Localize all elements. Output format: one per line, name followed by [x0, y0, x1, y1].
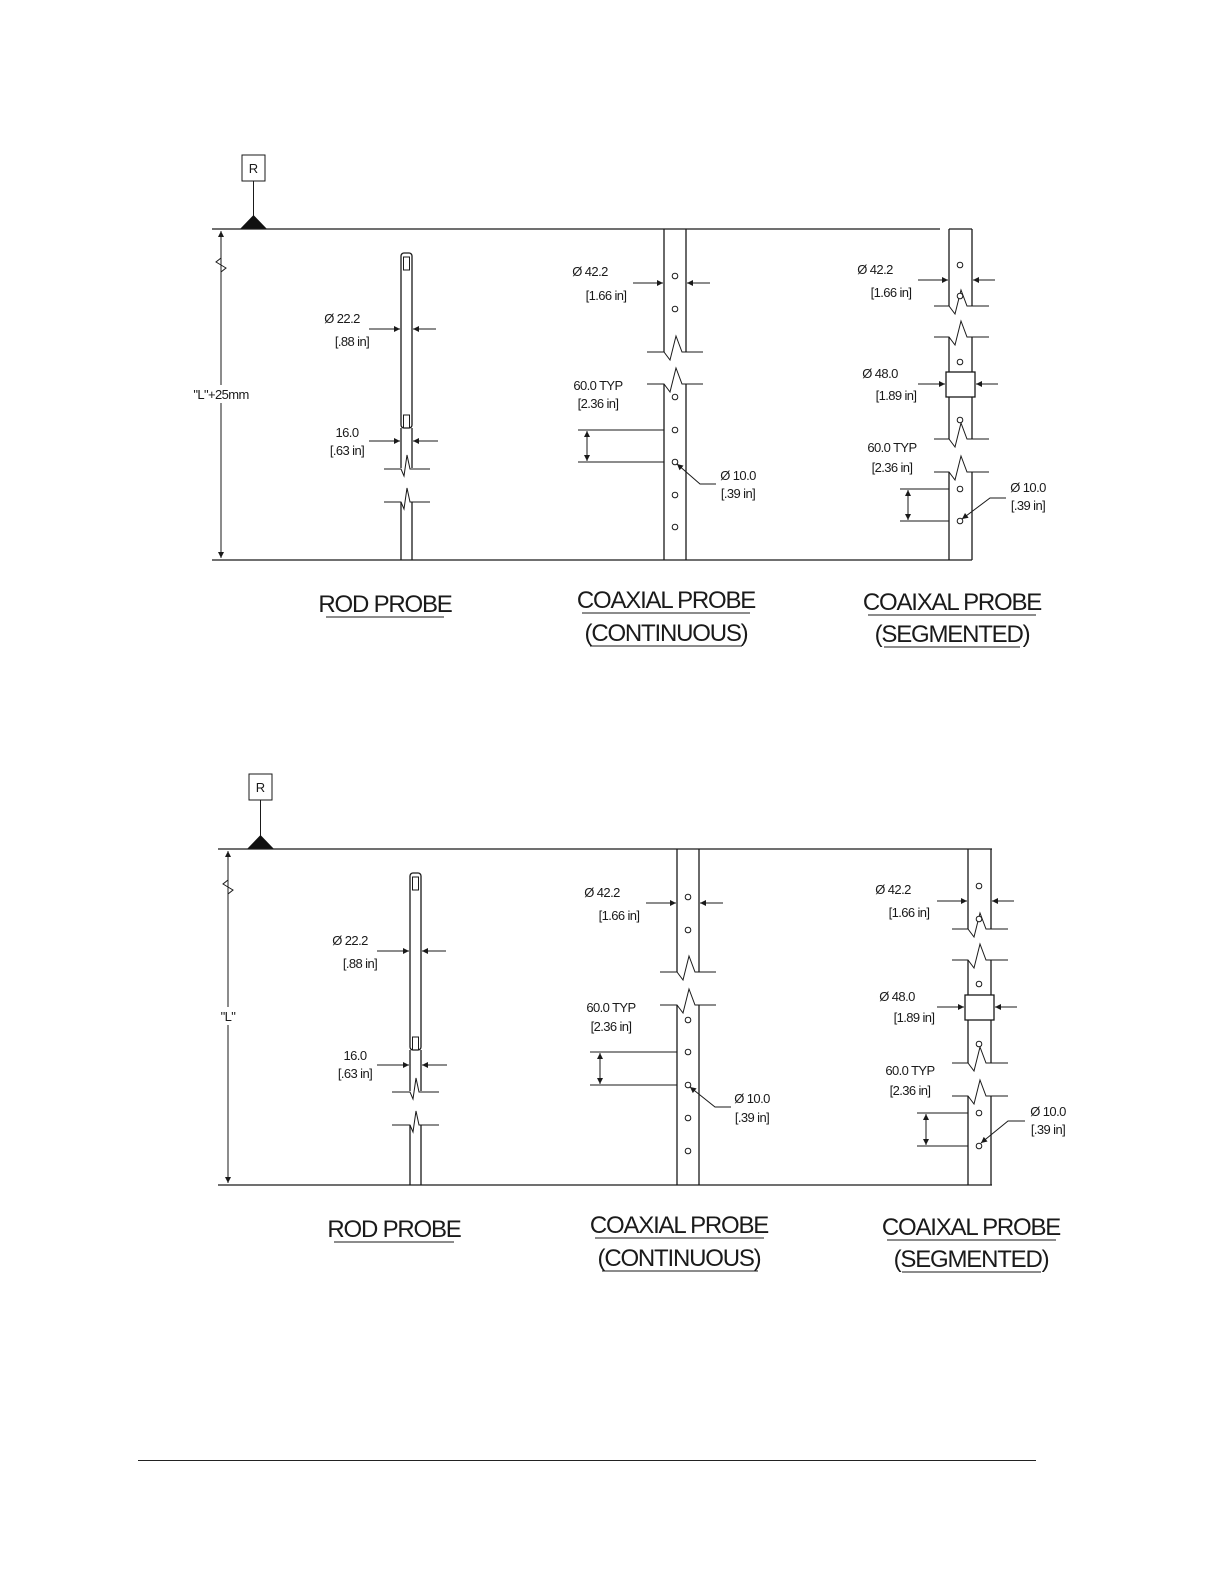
- coax-diameter-inch-label: [1.66 in]: [586, 288, 627, 303]
- rod-probe-title: ROD PROBE: [318, 591, 451, 618]
- coax-continuous-title-line2: (CONTINUOUS): [598, 1245, 761, 1272]
- coax-pitch-label: 60.0 TYP: [586, 1000, 635, 1015]
- length-label: "L"+25mm: [193, 387, 248, 402]
- rod-tip-label: 16.0: [336, 425, 359, 440]
- seg-hole-inch-label: [.39 in]: [1011, 498, 1045, 513]
- seg-diameter-label: Ø 42.2: [875, 882, 911, 897]
- coax-hole-inch-label: [.39 in]: [721, 486, 755, 501]
- coax-diameter-inch-label: [1.66 in]: [599, 908, 640, 923]
- coax-segmented-title-line2: (SEGMENTED): [875, 621, 1030, 648]
- rod-probe: Ø 22.2 [.88 in] 16.0 [.63 in] ROD PROBE: [327, 872, 462, 1243]
- coax-continuous-title-line1: COAXIAL PROBE: [577, 587, 755, 614]
- coaxial-probe-segmented: Ø 42.2 [1.66 in] Ø 48.0 [1.89 in] 60.0 T…: [857, 228, 1047, 648]
- coaxial-probe-continuous: Ø 42.2 [1.66 in] 60.0 TYP [2.36 in] Ø 10…: [584, 849, 771, 1272]
- rod-tip-inch-label: [.63 in]: [330, 443, 364, 458]
- seg-hole-label: Ø 10.0: [1010, 480, 1046, 495]
- seg-coupler-label: Ø 48.0: [879, 989, 915, 1004]
- rod-diameter-inch-label: [.88 in]: [343, 956, 377, 971]
- segment-coupler: [964, 994, 995, 1021]
- seg-diameter-label: Ø 42.2: [857, 262, 893, 277]
- seg-diameter-inch-label: [1.66 in]: [871, 285, 912, 300]
- coaxial-probe-continuous: Ø 42.2 [1.66 in] 60.0 TYP [2.36 in] Ø 10…: [572, 229, 757, 647]
- coax-segmented-title-line1: COAIXAL PROBE: [863, 589, 1041, 616]
- segment-coupler: [945, 371, 976, 398]
- rod-tip-inch-label: [.63 in]: [338, 1066, 372, 1081]
- seg-hole-label: Ø 10.0: [1030, 1104, 1066, 1119]
- figure-bottom: R "L" Ø 22.2 [.88 in]: [216, 773, 1067, 1273]
- coax-segmented-title-line1: COAIXAL PROBE: [882, 1214, 1060, 1241]
- coax-continuous-title-line1: COAXIAL PROBE: [590, 1212, 768, 1239]
- coaxial-probe-segmented: Ø 42.2 [1.66 in] Ø 48.0 [1.89 in] 60.0 T…: [875, 849, 1067, 1273]
- seg-pitch-label: 60.0 TYP: [867, 440, 916, 455]
- figure-top: R "L"+25mm Ø 22.2 [.88: [190, 154, 1047, 648]
- length-label: "L": [221, 1009, 237, 1024]
- reference-triangle-icon: [240, 215, 267, 229]
- rod-diameter-label: Ø 22.2: [324, 311, 360, 326]
- rod-probe: Ø 22.2 [.88 in] 16.0 [.63 in] ROD PROBE: [318, 252, 453, 618]
- seg-coupler-inch-label: [1.89 in]: [876, 388, 917, 403]
- reference-marker-label: R: [249, 161, 258, 176]
- seg-hole-inch-label: [.39 in]: [1031, 1122, 1065, 1137]
- rod-diameter-label: Ø 22.2: [332, 933, 368, 948]
- coax-hole-inch-label: [.39 in]: [735, 1110, 769, 1125]
- rod-probe-title: ROD PROBE: [327, 1216, 460, 1243]
- coax-diameter-label: Ø 42.2: [572, 264, 608, 279]
- seg-coupler-label: Ø 48.0: [862, 366, 898, 381]
- length-dimension: "L": [216, 851, 240, 1183]
- seg-pitch-inch-label: [2.36 in]: [890, 1083, 931, 1098]
- length-dimension: "L"+25mm: [190, 231, 250, 558]
- footer-rule: [138, 1460, 1036, 1461]
- seg-diameter-inch-label: [1.66 in]: [889, 905, 930, 920]
- seg-pitch-inch-label: [2.36 in]: [872, 460, 913, 475]
- reference-marker: R: [240, 154, 267, 229]
- seg-coupler-inch-label: [1.89 in]: [894, 1010, 935, 1025]
- coax-pitch-inch-label: [2.36 in]: [578, 396, 619, 411]
- coax-continuous-title-line2: (CONTINUOUS): [585, 620, 748, 647]
- coax-pitch-label: 60.0 TYP: [573, 378, 622, 393]
- coax-hole-label: Ø 10.0: [720, 468, 756, 483]
- coax-segmented-title-line2: (SEGMENTED): [894, 1246, 1049, 1273]
- coax-diameter-label: Ø 42.2: [584, 885, 620, 900]
- reference-triangle-icon: [247, 835, 274, 849]
- reference-marker: R: [247, 773, 274, 849]
- coax-hole-label: Ø 10.0: [734, 1091, 770, 1106]
- coax-pitch-inch-label: [2.36 in]: [591, 1019, 632, 1034]
- seg-pitch-label: 60.0 TYP: [885, 1063, 934, 1078]
- rod-diameter-inch-label: [.88 in]: [335, 334, 369, 349]
- rod-tip-label: 16.0: [344, 1048, 367, 1063]
- reference-marker-label: R: [256, 780, 265, 795]
